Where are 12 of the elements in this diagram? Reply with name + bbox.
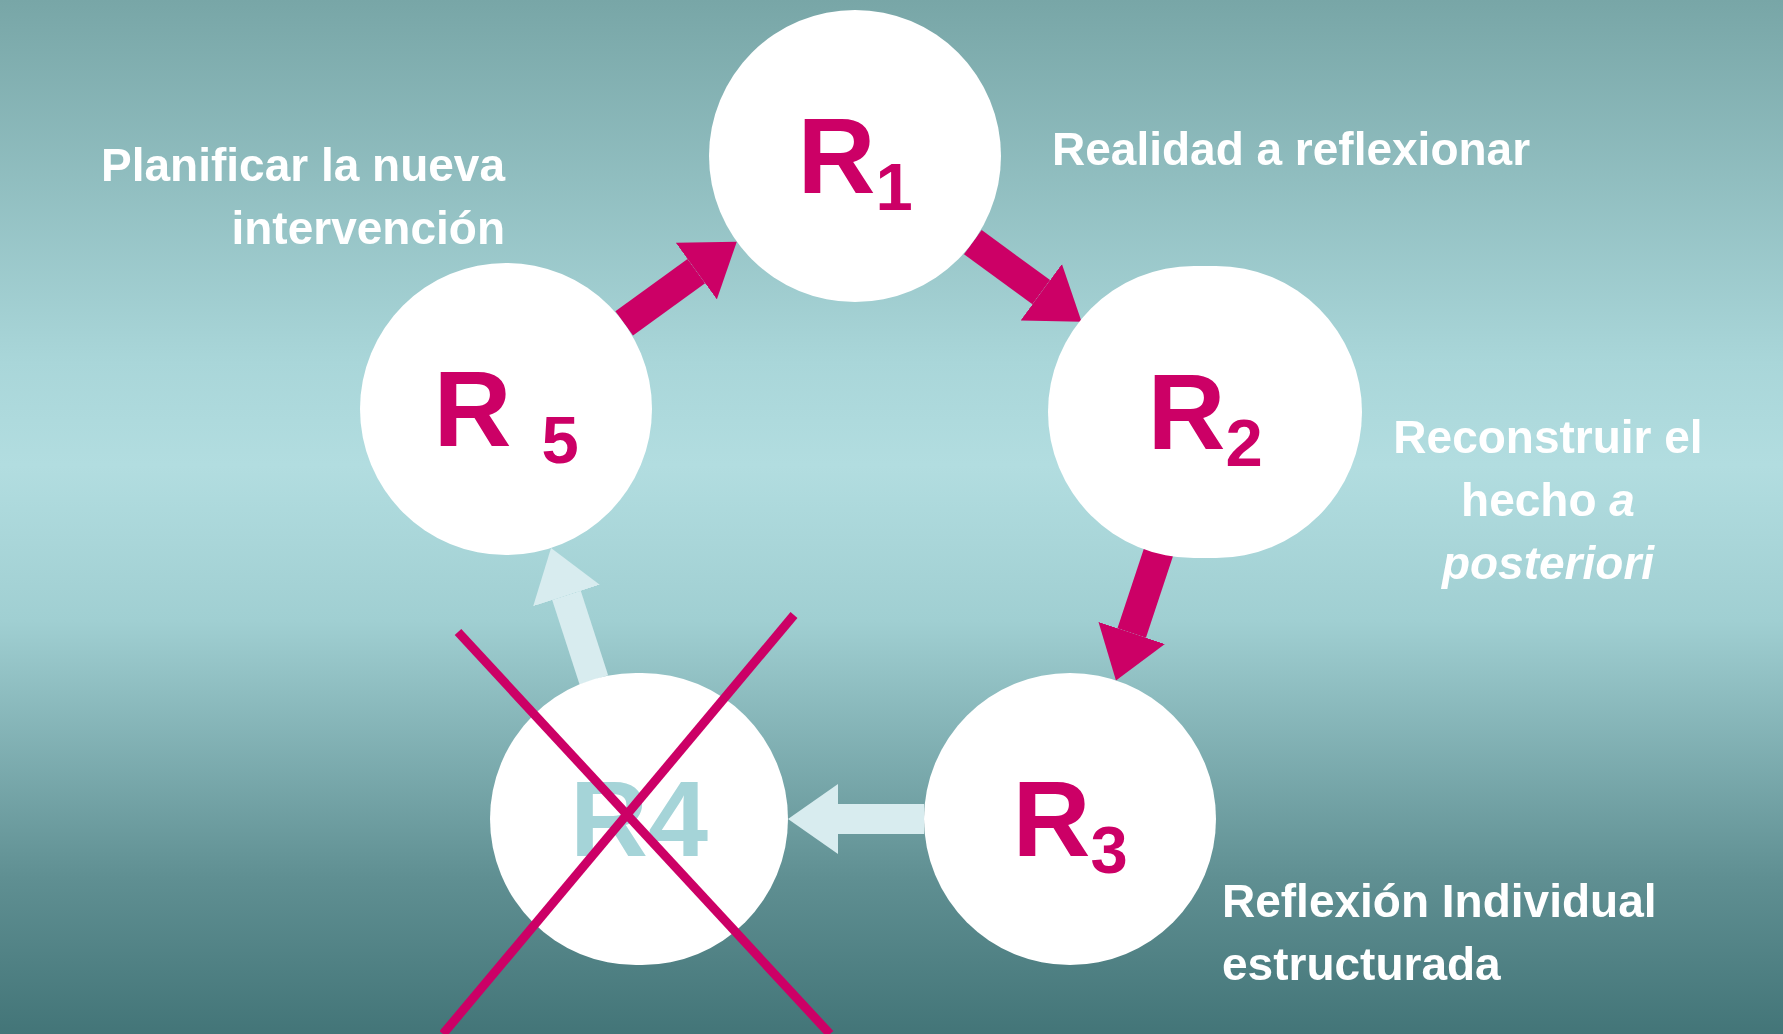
block-arrow xyxy=(963,230,1082,322)
block-arrow xyxy=(615,241,737,336)
block-arrow xyxy=(788,784,924,854)
step-description: Realidad a reflexionar xyxy=(1052,122,1532,177)
block-arrow xyxy=(533,547,609,685)
step-label: R $_{5}$ xyxy=(433,355,579,463)
step-description: Reflexión Individual estructurada xyxy=(1222,874,1658,992)
step-description: Reconstruir el hecho a posteriori xyxy=(1393,410,1703,591)
step-label: R$_{1}$ xyxy=(797,102,913,210)
step-description: Planificar la nueva intervención xyxy=(100,138,505,256)
step-label: R$_{3}$ xyxy=(1012,765,1128,873)
step-label: R$_{2}$ xyxy=(1147,358,1263,466)
